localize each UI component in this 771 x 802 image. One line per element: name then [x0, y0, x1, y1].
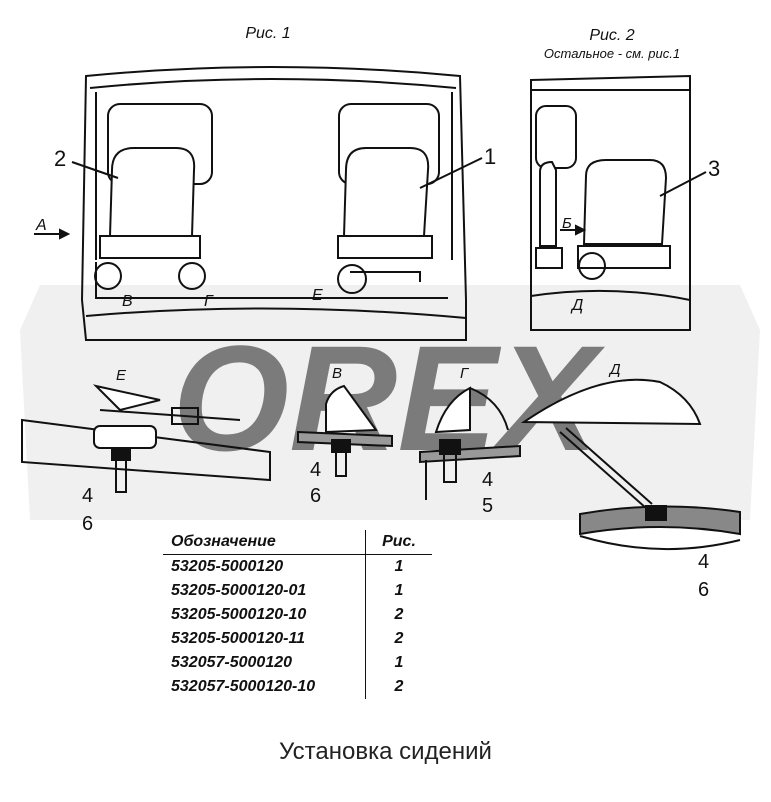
cell-designation: 532057-5000120 — [163, 651, 366, 675]
cell-designation: 53205-5000120-01 — [163, 579, 366, 603]
cell-figure: 1 — [394, 558, 404, 575]
header-designation: Обозначение — [163, 530, 366, 555]
table-row: 532057-5000120 1 — [163, 651, 432, 675]
callout-3: 3 — [708, 156, 720, 181]
detail-g-drawing — [419, 386, 521, 500]
cell-figure: 1 — [394, 582, 404, 599]
figure-caption: Установка сидений — [279, 738, 492, 765]
watermark-logo: OREX — [20, 285, 760, 520]
detail-marker-g: Г — [204, 293, 214, 310]
figure-2-cab-view — [530, 74, 707, 331]
detail-d-part-6: 6 — [698, 579, 709, 601]
cell-designation: 532057-5000120-10 — [163, 675, 366, 699]
designation-table: Обозначение Рис. 53205-5000120 1 53205-5… — [163, 530, 432, 699]
detail-v-part-4: 4 — [310, 459, 321, 481]
direction-label-a: А — [35, 217, 47, 234]
detail-e-part-6: 6 — [82, 513, 93, 535]
fig2-title: Рис. 2 — [589, 27, 634, 44]
detail-marker-v: В — [122, 293, 133, 310]
fig1-title: Рис. 1 — [245, 25, 290, 42]
table-row: 532057-5000120-10 2 — [163, 675, 432, 699]
cell-designation: 53205-5000120-10 — [163, 603, 366, 627]
table-row: 53205-5000120 1 — [163, 554, 432, 579]
cell-figure: 2 — [394, 630, 404, 647]
detail-v-part-6: 6 — [310, 485, 321, 507]
detail-e-drawing — [21, 384, 271, 493]
cell-figure: 1 — [394, 654, 404, 671]
direction-label-b: Б — [562, 215, 572, 232]
cell-designation: 53205-5000120-11 — [163, 627, 366, 651]
detail-v-title: В — [332, 365, 342, 382]
detail-marker-d: Д — [570, 297, 583, 314]
detail-e-title: Е — [116, 367, 127, 384]
detail-v-drawing — [297, 384, 393, 477]
figure-1-cab-view — [34, 66, 483, 341]
cell-figure: 2 — [394, 606, 404, 623]
cell-figure: 2 — [394, 678, 404, 695]
detail-g-part-5: 5 — [482, 495, 493, 517]
detail-d-title: Д — [608, 361, 621, 378]
fig2-subtitle: Остальное - см. рис.1 — [544, 46, 680, 61]
detail-e-part-4: 4 — [82, 485, 93, 507]
detail-g-part-4: 4 — [482, 469, 493, 491]
watermark-text: OREX — [172, 314, 605, 482]
detail-d-drawing — [520, 378, 741, 551]
detail-marker-e: Е — [312, 287, 323, 304]
detail-d-part-4: 4 — [698, 551, 709, 573]
header-figure: Рис. — [365, 530, 432, 555]
cell-designation: 53205-5000120 — [163, 554, 366, 579]
table-header-row: Обозначение Рис. — [163, 530, 432, 555]
callout-1: 1 — [484, 144, 496, 169]
callout-2: 2 — [54, 146, 66, 171]
detail-g-title: Г — [460, 365, 470, 382]
table-row: 53205-5000120-11 2 — [163, 627, 432, 651]
table-row: 53205-5000120-01 1 — [163, 579, 432, 603]
table-row: 53205-5000120-10 2 — [163, 603, 432, 627]
